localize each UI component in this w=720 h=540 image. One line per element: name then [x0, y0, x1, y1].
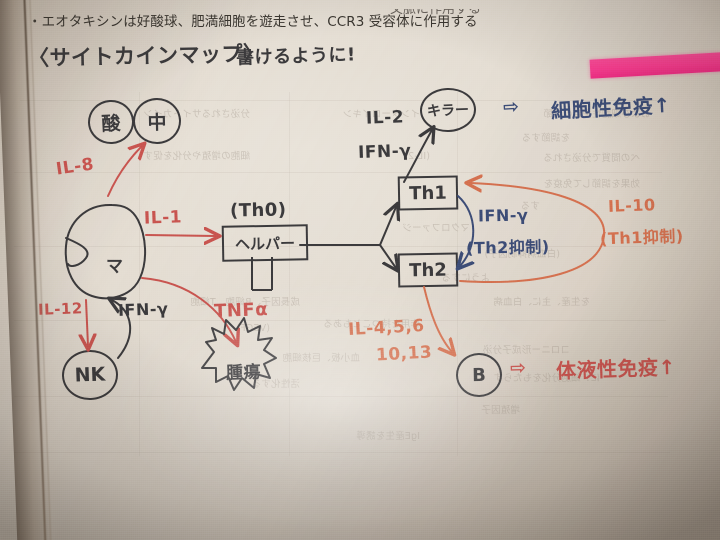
outcome-humoral-immunity: 体液性免疫↑: [555, 354, 677, 384]
label-il-10-13: 10,13: [375, 342, 433, 366]
label-il-4-5-6: IL-4,5,6: [347, 316, 426, 340]
node-tumor-label: 腫瘍: [225, 362, 262, 384]
node-eosinophil-label: 酸: [101, 112, 122, 135]
printed-cut-line: 文脈に作用する: [390, 2, 482, 17]
label-ifn-gamma-nk: IFN-γ: [117, 299, 169, 320]
node-th0-box: ヘルパー: [221, 224, 309, 262]
handwritten-title-note: 書けるように!: [235, 44, 357, 69]
label-il1: IL-1: [143, 207, 183, 229]
label-ifn-gamma-th1: IFN-γ: [357, 141, 412, 163]
label-ifn-gamma-suppress: IFN-γ: [477, 205, 529, 226]
node-nk-label: NK: [74, 363, 106, 387]
label-ifn-gamma-suppress-note: (Th2抑制): [465, 237, 550, 258]
node-killer-label: キラー: [426, 102, 470, 120]
node-b-label: B: [471, 364, 487, 386]
node-th0-body-label: ヘルパー: [234, 233, 296, 254]
node-th1-label: Th1: [409, 182, 447, 204]
node-th2-label: Th2: [409, 259, 447, 281]
hollow-arrow-icon-humoral: ⇨: [509, 356, 527, 380]
label-il10: IL-10: [607, 195, 656, 216]
printed-line-eotaxin: ・エオタキシンは好酸球、肥満細胞を遊走させ、CCR3 受容体に作用する: [28, 14, 478, 30]
label-tnf-alpha: TNFα: [213, 299, 269, 322]
label-il2: IL-2: [365, 107, 405, 129]
label-il10-note: (Th1抑制): [599, 226, 684, 249]
node-th1: Th1: [397, 175, 459, 211]
node-th2: Th2: [397, 252, 459, 288]
hollow-arrow-icon-cellular: ⇨: [502, 95, 520, 119]
node-neutrophil-label: 中: [147, 111, 167, 134]
node-th0-label: (Th0): [229, 199, 287, 222]
handwritten-title: 〈サイトカインマップ〉: [27, 41, 265, 71]
